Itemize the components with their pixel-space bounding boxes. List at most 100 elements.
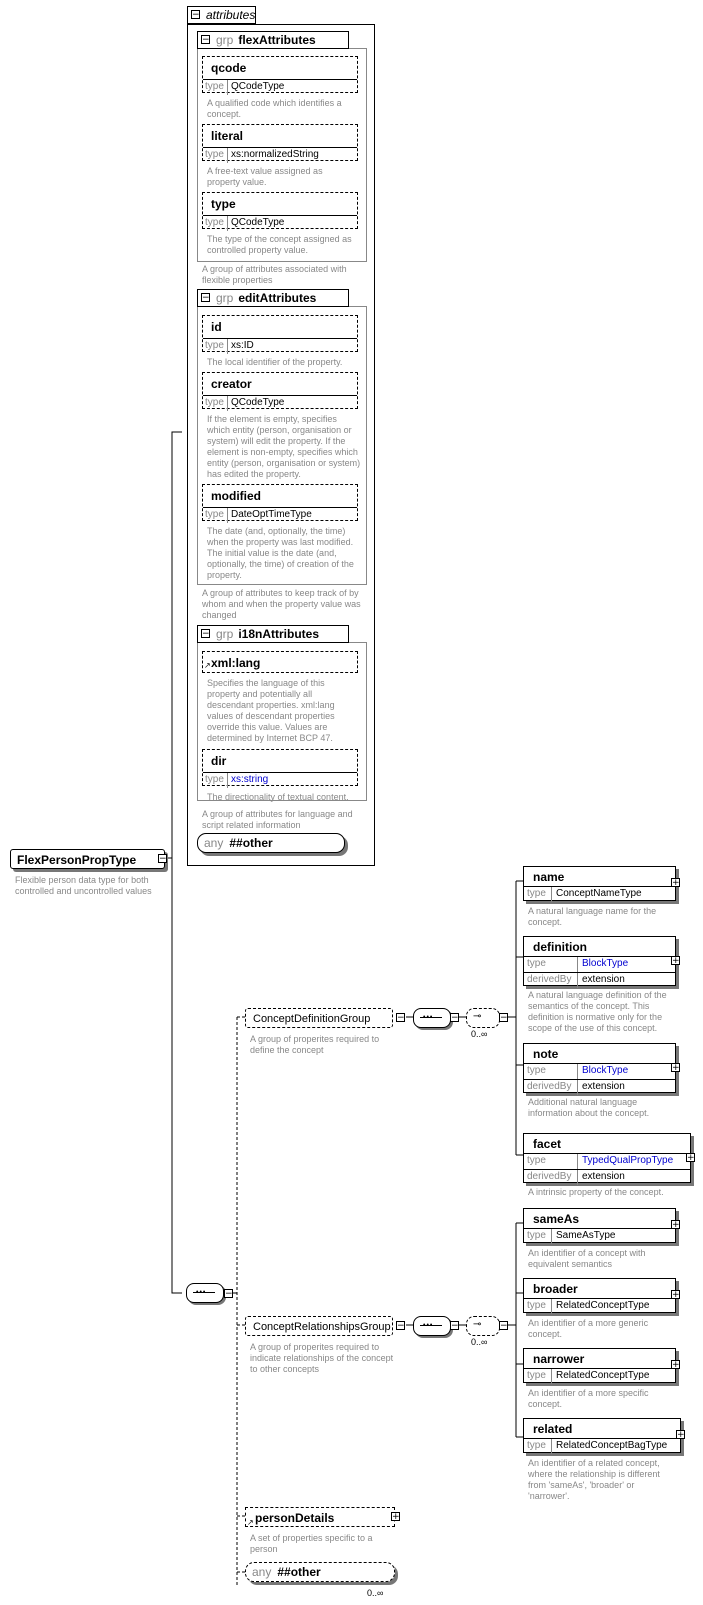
attribute-name: qcode (211, 61, 247, 75)
attribute-xml-lang[interactable]: xml:lang (202, 651, 358, 673)
group-description: A group of properites required to indica… (250, 1342, 394, 1374)
concept-definition-group[interactable]: ConceptDefinitionGroup (245, 1008, 393, 1028)
expand-icon[interactable]: + (671, 1290, 680, 1300)
group-description: A group of properites required to define… (250, 1034, 380, 1055)
concept-relationships-group[interactable]: ConceptRelationshipsGroup (245, 1316, 393, 1336)
attribute-description: The type of the concept assigned as cont… (207, 234, 352, 255)
element-name-label: facet (533, 1137, 562, 1151)
collapse-icon[interactable]: − (499, 1013, 508, 1023)
type-key: type (524, 1064, 578, 1079)
sequence-compositor-icon[interactable]: ••• (186, 1283, 224, 1303)
type-key: type (524, 1369, 552, 1384)
type-key: type (203, 396, 228, 411)
choice-compositor-icon[interactable]: ⊸ (466, 1008, 500, 1028)
collapse-icon[interactable]: − (450, 1013, 459, 1023)
expand-icon[interactable]: + (676, 1430, 685, 1440)
expand-icon[interactable]: + (671, 1063, 680, 1073)
reference-arrow-icon: ↗ (204, 661, 211, 670)
type-key: type (203, 773, 228, 788)
attribute-name: dir (211, 754, 227, 768)
collapse-icon[interactable]: − (191, 10, 200, 20)
expand-icon[interactable]: + (671, 1360, 680, 1370)
element-name-label: definition (533, 940, 587, 954)
type-key: type (203, 148, 228, 163)
derived-value: extension (582, 974, 625, 985)
type-value: ConceptNameType (556, 888, 642, 899)
expand-icon[interactable]: + (391, 1512, 400, 1522)
expand-icon[interactable]: + (671, 956, 680, 966)
edit-group-frame (197, 306, 367, 585)
type-value: RelatedConceptBagType (556, 1440, 668, 1451)
choice-compositor-icon[interactable]: ⊸ (466, 1316, 500, 1336)
cardinality-label: 0..∞ (471, 1029, 488, 1039)
sequence-compositor-icon[interactable]: ••• (413, 1316, 451, 1336)
collapse-icon[interactable]: − (396, 1013, 405, 1023)
element-name-label: broader (533, 1282, 578, 1296)
derived-key: derivedBy (524, 973, 578, 988)
type-key: type (203, 80, 228, 95)
collapse-icon[interactable]: − (224, 1289, 233, 1299)
element-description: An identifier of a concept with equivale… (528, 1248, 646, 1269)
type-key: type (524, 1299, 552, 1314)
i18n-group-prefix: grp (216, 627, 234, 641)
sequence-compositor-icon[interactable]: ••• (413, 1008, 451, 1028)
collapse-icon[interactable]: − (201, 35, 210, 45)
any-name: ##other (229, 836, 273, 850)
attributes-label: attributes (206, 8, 256, 22)
element-person-details[interactable]: personDetails (245, 1507, 395, 1527)
any-attribute[interactable]: any##other (197, 833, 345, 853)
root-element[interactable]: FlexPersonPropType (10, 849, 165, 869)
element-name-label: sameAs (533, 1212, 580, 1226)
attribute-name: id (211, 320, 222, 334)
element-description: An identifier of a more specific concept… (528, 1388, 649, 1409)
group-description: A group of attributes for language and s… (202, 809, 353, 830)
expand-icon[interactable]: + (671, 878, 680, 888)
expand-icon[interactable]: + (671, 1220, 680, 1230)
group-description: A group of attributes to keep track of b… (202, 588, 361, 620)
attributes-tab[interactable]: attributes (187, 6, 256, 24)
collapse-icon[interactable]: − (158, 854, 167, 864)
group-name: ConceptRelationshipsGroup (253, 1321, 391, 1333)
type-key: type (203, 508, 228, 523)
attribute-name: creator (211, 377, 252, 391)
i18n-group-tab[interactable]: grp i18nAttributes (197, 625, 349, 643)
any-prefix: any (252, 1565, 272, 1579)
expand-icon[interactable]: + (686, 1153, 695, 1163)
attribute-name: type (211, 197, 236, 211)
i18n-group-name: i18nAttributes (238, 627, 320, 641)
group-description: A group of attributes associated with fl… (202, 264, 347, 285)
type-value: QCodeType (231, 217, 285, 228)
element-name-label: personDetails (255, 1511, 335, 1525)
collapse-icon[interactable]: − (499, 1321, 508, 1331)
type-value: RelatedConceptType (556, 1370, 650, 1381)
collapse-icon[interactable]: − (201, 629, 210, 639)
element-name-label: name (533, 870, 565, 884)
collapse-icon[interactable]: − (396, 1321, 405, 1331)
reference-arrow-icon: ↗ (247, 1518, 254, 1527)
any-element[interactable]: any##other (245, 1562, 395, 1582)
attribute-name: modified (211, 489, 261, 503)
type-value: QCodeType (231, 397, 285, 408)
collapse-icon[interactable]: − (450, 1321, 459, 1331)
collapse-icon[interactable]: − (201, 293, 210, 303)
element-description: A natural language definition of the sem… (528, 990, 667, 1033)
element-name-label: note (533, 1047, 559, 1061)
element-description: An identifier of a related concept, wher… (528, 1458, 660, 1501)
